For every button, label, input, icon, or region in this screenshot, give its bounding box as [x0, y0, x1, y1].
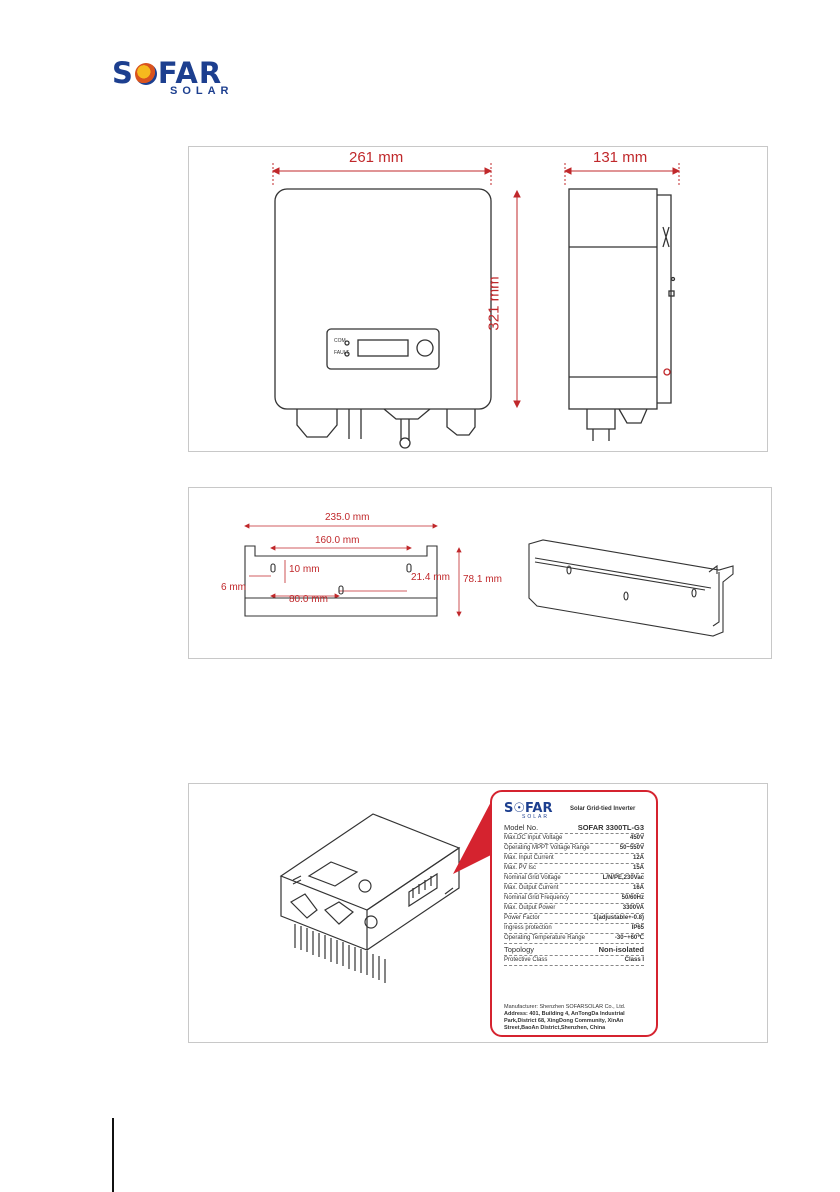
label-spec-key: Nominal Grid Voltage	[504, 875, 561, 881]
label-spec-row: Nominal Grid Voltage L/N/PE,230Vac	[504, 874, 644, 884]
label-spec-row: Nominal Grid Frequency 50/60Hz	[504, 894, 644, 904]
bracket-height-dimension: 78.1 mm	[463, 574, 502, 585]
height-dimension: 321 mm	[485, 276, 503, 331]
label-spec-row: Operating Temperature Range -30~+60℃	[504, 934, 644, 944]
label-logo-subtitle: SOLAR	[522, 814, 549, 820]
label-product-name: Solar Grid-tied Inverter	[570, 806, 636, 812]
depth-dimension: 131 mm	[593, 149, 648, 166]
label-spec-row: Power Factor 1(adjustable+-0.8)	[504, 914, 644, 924]
dimensions-figure: 261 mm 131 mm 321 mm COM FAULT	[188, 146, 768, 452]
hole-offset-dimension: 10 mm	[289, 564, 320, 575]
center-offset-dimension: 80.0 mm	[289, 594, 328, 605]
bracket-drawing	[244, 523, 734, 637]
label-spec-value: 3300VA	[622, 905, 644, 911]
inverter-drawing	[271, 163, 681, 449]
label-spec-row: Max. PV Isc 15A	[504, 864, 644, 874]
label-spec-key: Operating Temperature Range	[504, 935, 585, 941]
label-spec-key: Max. PV Isc	[504, 865, 537, 871]
label-spec-row: Max. Output Power 3300VA	[504, 904, 644, 914]
label-spec-row: Ingress protection IP65	[504, 924, 644, 934]
label-spec-row: Max. Output Current 16A	[504, 884, 644, 894]
label-spec-value: 1(adjustable+-0.8)	[593, 915, 644, 921]
label-spec-value: L/N/PE,230Vac	[602, 875, 644, 881]
nameplate-label: S☉FAR SOLAR Solar Grid-tied Inverter Mod…	[490, 790, 658, 1037]
label-spec-value: Non-isolated	[598, 945, 644, 954]
label-spec-value: 16A	[632, 885, 644, 891]
label-spec-value: -30~+60℃	[614, 935, 644, 941]
label-spec-row: Max. Input Current 12A	[504, 854, 644, 864]
edge-offset-dimension: 6 mm	[221, 582, 246, 593]
label-spec-key: Topology	[504, 945, 535, 954]
label-spec-key: Ingress protection	[504, 925, 552, 931]
bracket-figure: 235.0 mm 160.0 mm 10 mm 6 mm 80.0 mm 21.…	[188, 487, 772, 659]
label-spec-value: Class I	[624, 957, 644, 963]
label-spec-row: Protective Class Class I	[504, 956, 644, 966]
label-spec-row: Topology Non-isolated	[504, 944, 644, 956]
page-margin-line	[112, 1118, 114, 1192]
label-spec-key: Nominal Grid Frequency	[504, 895, 570, 901]
label-logo: S☉FAR	[504, 801, 553, 816]
nameplate-figure	[188, 783, 768, 1043]
label-spec-key: Max. Output Current	[504, 885, 559, 891]
label-spec-value: 50~550V	[619, 845, 644, 851]
lower-hole-dimension: 21.4 mm	[411, 572, 450, 583]
label-spec-row: Model No. SOFAR 3300TL-G3	[504, 822, 644, 834]
width-dimension: 261 mm	[349, 149, 404, 166]
label-manufacturer: Manufacturer: Shenzhen SOFARSOLAR Co., L…	[504, 1004, 644, 1032]
label-spec-key: Max.DC Input Voltage	[504, 835, 563, 841]
logo-subtitle: SOLAR	[170, 85, 234, 97]
label-address: Address: 401, Building 4, AnTongDa Indus…	[504, 1011, 625, 1031]
inverter-isometric-drawing	[279, 798, 493, 983]
led-fault-label: FAULT	[334, 350, 350, 356]
label-spec-row: Operating MPPT Voltage Range 50~550V	[504, 844, 644, 854]
led-com-label: COM	[334, 338, 346, 344]
label-spec-key: Model No.	[504, 823, 539, 832]
label-spec-key: Operating MPPT Voltage Range	[504, 845, 590, 851]
label-spec-value: SOFAR 3300TL-G3	[577, 823, 644, 832]
label-spec-key: Max. Output Power	[504, 905, 556, 911]
label-spec-value: IP65	[631, 925, 644, 931]
label-spec-key: Max. Input Current	[504, 855, 554, 861]
label-spec-key: Protective Class	[504, 957, 548, 963]
hole-spacing-dimension: 160.0 mm	[315, 535, 360, 546]
label-spec-value: 50/60Hz	[621, 895, 644, 901]
label-spec-key: Power Factor	[504, 915, 540, 921]
label-spec-value: 12A	[632, 855, 644, 861]
label-spec-value: 15A	[632, 865, 644, 871]
label-spec-row: Max.DC Input Voltage 450V	[504, 834, 644, 844]
label-spec-value: 450V	[629, 835, 644, 841]
label-manufacturer-name: Manufacturer: Shenzhen SOFARSOLAR Co., L…	[504, 1004, 626, 1010]
overall-width-dimension: 235.0 mm	[325, 512, 370, 523]
globe-icon	[134, 63, 157, 85]
